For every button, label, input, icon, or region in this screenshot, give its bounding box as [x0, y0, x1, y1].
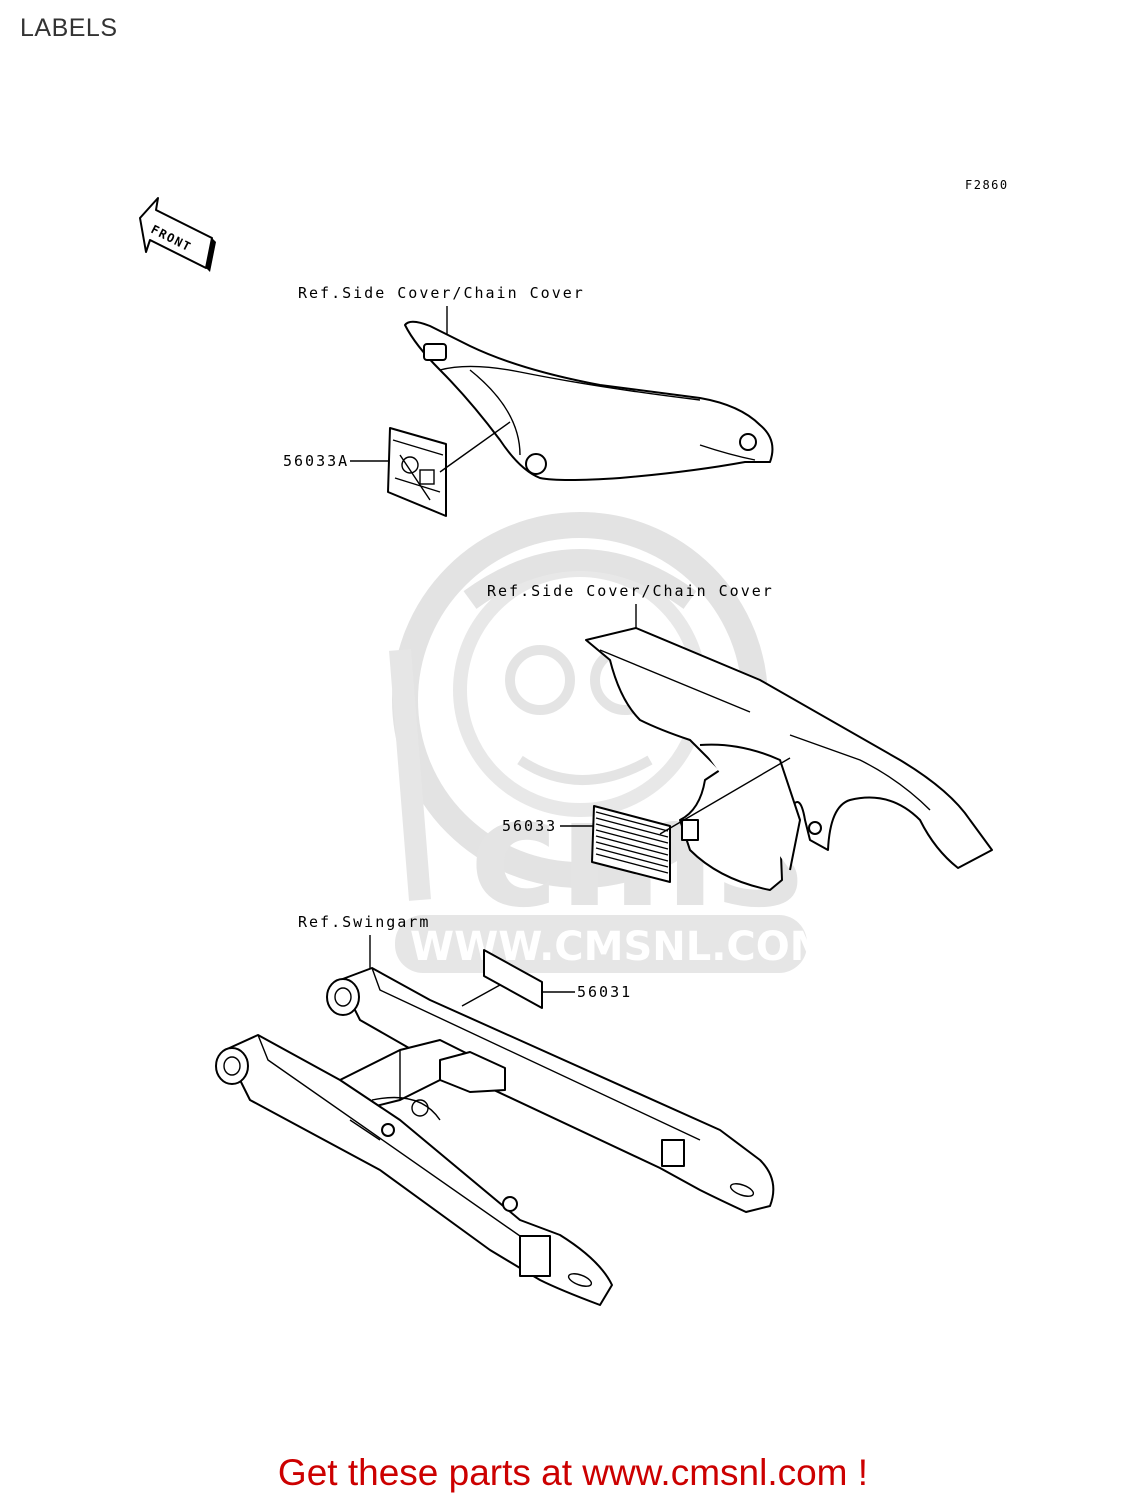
label-56033A-icon — [387, 427, 447, 517]
page-title: LABELS — [20, 14, 118, 42]
callout-part-56031: 56031 — [577, 983, 632, 1001]
figure-code: F2860 — [965, 178, 1009, 192]
side-cover-part — [404, 320, 774, 481]
callout-part-56033A: 56033A — [283, 452, 349, 470]
swingarm-part — [215, 967, 775, 1306]
watermark-mascot — [389, 512, 768, 901]
label-56031-icon — [483, 949, 543, 1009]
label-56033-icon — [591, 805, 671, 883]
watermark-url: WWW.CMSNL.COM — [410, 924, 830, 970]
footer-cta-link[interactable]: Get these parts at www.cmsnl.com ! — [277, 1452, 869, 1493]
callout-ref-side-cover-2: Ref.Side Cover/Chain Cover — [487, 582, 774, 600]
front-arrow-icon: FRONT — [139, 197, 216, 272]
callout-ref-side-cover-1: Ref.Side Cover/Chain Cover — [298, 284, 585, 302]
callout-part-56033: 56033 — [502, 817, 557, 835]
callout-ref-swingarm: Ref.Swingarm — [298, 913, 430, 931]
